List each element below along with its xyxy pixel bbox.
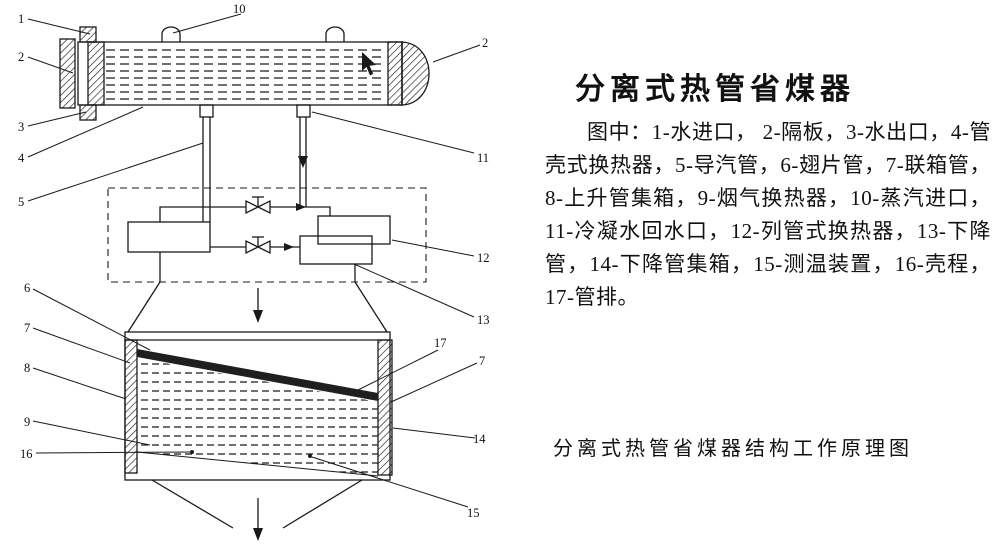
callout-steam-pipe: 5 [18, 195, 24, 209]
callout-tube-bundle-hx: 12 [477, 251, 490, 265]
outlet-funnel-right [282, 479, 363, 529]
callout-temp-device: 15 [467, 506, 480, 520]
hx-tubes [106, 49, 386, 100]
flue-gas-heat-exchanger [124, 331, 393, 541]
shell-tube-heat-exchanger [59, 26, 430, 121]
callout-condensate-return: 11 [477, 151, 489, 165]
tube-bundle [137, 363, 378, 473]
callout-steam-inlet: 10 [233, 2, 246, 16]
flow-arrow-right-upper [296, 203, 306, 211]
callout-labels: 1 2 3 4 5 10 2 11 12 13 6 7 8 9 16 17 7 … [18, 2, 490, 520]
duct-transition [127, 281, 388, 333]
steam-stub [199, 104, 214, 118]
shell-body [77, 41, 403, 106]
inlet-funnel-left [127, 281, 161, 333]
callout-shell-tube-hx: 4 [18, 151, 25, 165]
callout-baffle-right: 2 [482, 36, 488, 50]
water-outlet-nozzle [79, 104, 97, 121]
right-head [401, 41, 430, 106]
left-flange [59, 38, 76, 109]
callout-water-inlet: 1 [18, 12, 24, 26]
flow-arrow-down [298, 156, 308, 168]
water-inlet-nozzle [79, 26, 97, 43]
valve-upper [245, 196, 271, 215]
callout-downcomer: 13 [477, 313, 490, 327]
outlet-flow-arrow [253, 528, 263, 541]
left-tubesheet [87, 41, 105, 106]
lifting-lug [325, 26, 345, 42]
flow-arrow-right-lower [284, 243, 294, 251]
callout-baffle-left: 2 [18, 50, 24, 64]
callout-shell-side: 16 [20, 447, 33, 461]
callout-downcomer-header: 14 [473, 432, 486, 446]
downcomer-header-bar [377, 339, 393, 476]
page-title: 分离式热管省煤器 [575, 73, 855, 106]
caption-text: 分离式热管省煤器结构工作原理图 [553, 438, 913, 460]
bundle-bottom-edge [136, 451, 379, 477]
right-tubesheet [387, 41, 403, 106]
gas-flow-arrow [253, 310, 263, 323]
legend-text: 图中：1-水进口， 2-隔板，3-水出口，4-管壳式换热器，5-导汽管，6-翅片… [545, 120, 991, 309]
callout-header-pipe-right: 7 [479, 354, 485, 368]
right-vessel-upper [317, 215, 391, 245]
callout-water-outlet: 3 [18, 120, 24, 134]
diagram-canvas: 1 2 3 4 5 10 2 11 12 13 6 7 8 9 16 17 7 … [18, 2, 490, 541]
steam-inlet-lug [161, 26, 181, 42]
valve-lower [245, 236, 271, 255]
mouse-cursor [362, 52, 376, 76]
tube-sheet-band [137, 349, 378, 401]
callout-flue-gas-hx: 9 [24, 415, 30, 429]
inlet-funnel-right [354, 281, 388, 333]
valve-piping-box [107, 187, 427, 283]
connecting-pipes [202, 117, 308, 222]
outlet-funnel-left [151, 479, 234, 529]
callout-header-pipe-left: 7 [24, 321, 30, 335]
condensate-stub [296, 104, 311, 118]
callout-finned-tube: 6 [24, 281, 30, 295]
callout-leaders [27, 13, 481, 508]
callout-riser-header: 8 [24, 361, 30, 375]
dashed-enclosure [107, 187, 427, 283]
right-vessel-lower [299, 235, 373, 265]
callout-tube-rows: 17 [434, 336, 447, 350]
riser-header-bar [124, 339, 138, 474]
left-vessel [127, 221, 211, 253]
